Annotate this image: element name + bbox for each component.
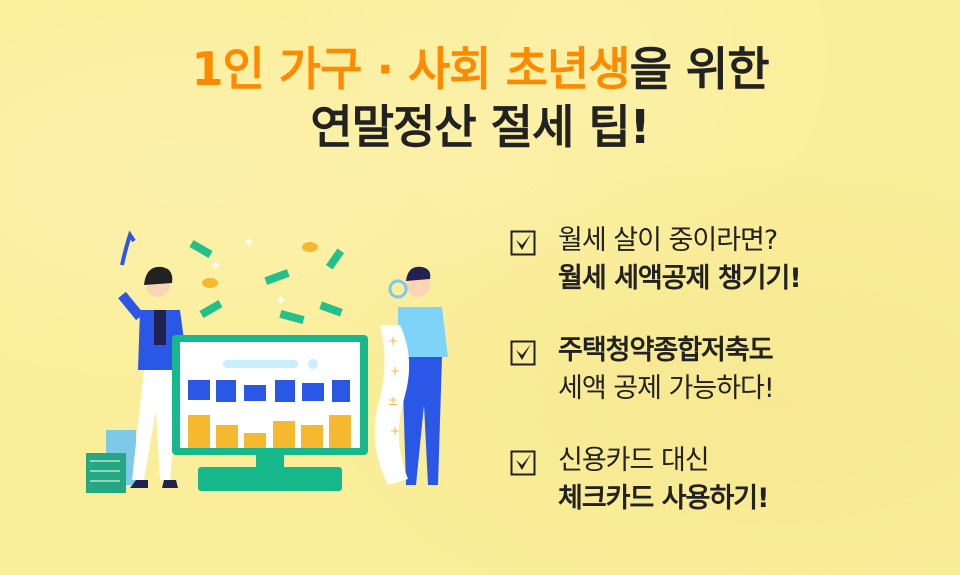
- checked-box-icon: [510, 450, 536, 476]
- svg-text:✦: ✦: [243, 235, 255, 251]
- keyboard-icon: [198, 467, 342, 491]
- title-highlight: 1인 가구 · 사회 초년생: [191, 42, 630, 96]
- tips-list: 월세 살이 중이라면? 월세 세액공제 챙기기! 주택청약종합저축도 세액 공제…: [508, 222, 928, 552]
- title-rest: 을 위한: [629, 42, 770, 96]
- title-line-1: 1인 가구 · 사회 초년생을 위한: [0, 40, 960, 98]
- tip-1-line-2: 월세 세액공제 챙기기!: [558, 263, 802, 294]
- title-line-2: 연말정산 절세 팁!: [310, 100, 650, 154]
- tip-item-2: 주택청약종합저축도 세액 공제 가능하다!: [508, 332, 928, 408]
- tip-3-line-1: 신용카드 대신: [558, 445, 710, 476]
- tip-item-3: 신용카드 대신 체크카드 사용하기!: [508, 442, 928, 518]
- flying-money-icon: ✦ ✦ ✦: [189, 235, 345, 324]
- svg-text:+: +: [388, 334, 398, 348]
- man-figure-icon: + + ± +: [374, 266, 448, 485]
- tip-2-line-1: 주택청약종합저축도: [558, 335, 774, 366]
- checked-box-icon: [510, 340, 536, 366]
- monitor-icon: [172, 335, 368, 467]
- app-icons-row: [188, 380, 350, 402]
- document-stack-icon: [86, 430, 136, 493]
- svg-text:✦: ✦: [275, 293, 287, 309]
- tip-1-line-1: 월세 살이 중이라면?: [558, 225, 778, 256]
- svg-text:+: +: [390, 364, 400, 378]
- page-title: 1인 가구 · 사회 초년생을 위한 연말정산 절세 팁!: [0, 40, 960, 156]
- tip-item-1: 월세 살이 중이라면? 월세 세액공제 챙기기!: [508, 222, 928, 298]
- checked-box-icon: [510, 230, 536, 256]
- svg-text:±: ±: [388, 394, 398, 408]
- coin-stacks-icon: [188, 415, 351, 448]
- tax-illustration: ✦ ✦ ✦: [86, 230, 448, 493]
- tip-2-line-2: 세액 공제 가능하다!: [558, 373, 775, 404]
- tip-3-line-2: 체크카드 사용하기!: [558, 483, 769, 514]
- svg-text:+: +: [390, 424, 400, 438]
- svg-text:✦: ✦: [210, 258, 222, 274]
